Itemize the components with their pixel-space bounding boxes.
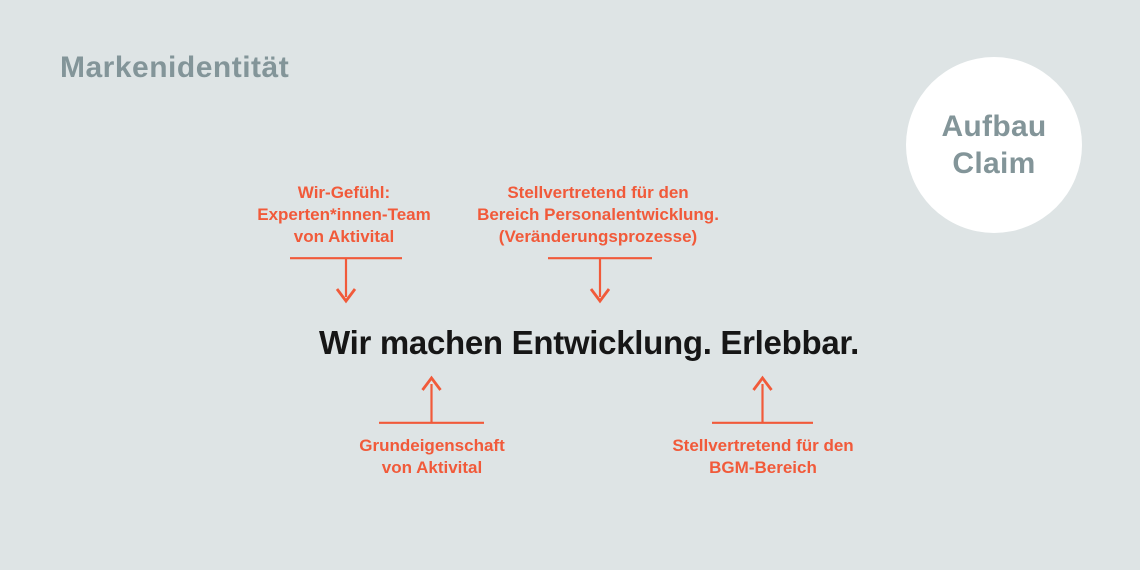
page-title: Markenidentität [60, 51, 290, 84]
annotation-wir-gefuehl: Wir-Gefühl: Experten*innen-Team von Akti… [214, 182, 474, 248]
arrow-up-icon [379, 372, 484, 424]
annotation-bgm-bereich: Stellvertretend für den BGM-Bereich [613, 435, 913, 479]
arrow-down-icon [548, 257, 652, 307]
annotation-line: BGM-Bereich [709, 458, 817, 477]
badge-line-1: Aufbau [941, 110, 1047, 143]
annotation-line: Bereich Personalentwicklung. [477, 205, 719, 224]
annotation-line: Wir-Gefühl: [297, 183, 391, 202]
annotation-line: von Aktivital [381, 458, 483, 477]
annotation-personalentwicklung: Stellvertretend für den Bereich Personal… [448, 182, 748, 248]
annotation-line: Stellvertretend für den [507, 183, 689, 202]
annotation-grundeigenschaft: Grundeigenschaft von Aktivital [302, 435, 562, 479]
arrow-down-icon [290, 257, 402, 307]
arrow-up-icon [712, 372, 813, 424]
badge-line-2: Claim [952, 147, 1036, 180]
annotation-line: Grundeigenschaft [359, 436, 505, 455]
claim-headline: Wir machen Entwicklung. Erlebbar. [319, 324, 859, 361]
aufbau-claim-badge: Aufbau Claim [906, 57, 1082, 233]
annotation-line: Experten*innen-Team [257, 205, 431, 224]
annotation-line: Stellvertretend für den [672, 436, 854, 455]
annotation-line: von Aktivital [293, 227, 395, 246]
annotation-line: (Veränderungsprozesse) [498, 227, 698, 246]
